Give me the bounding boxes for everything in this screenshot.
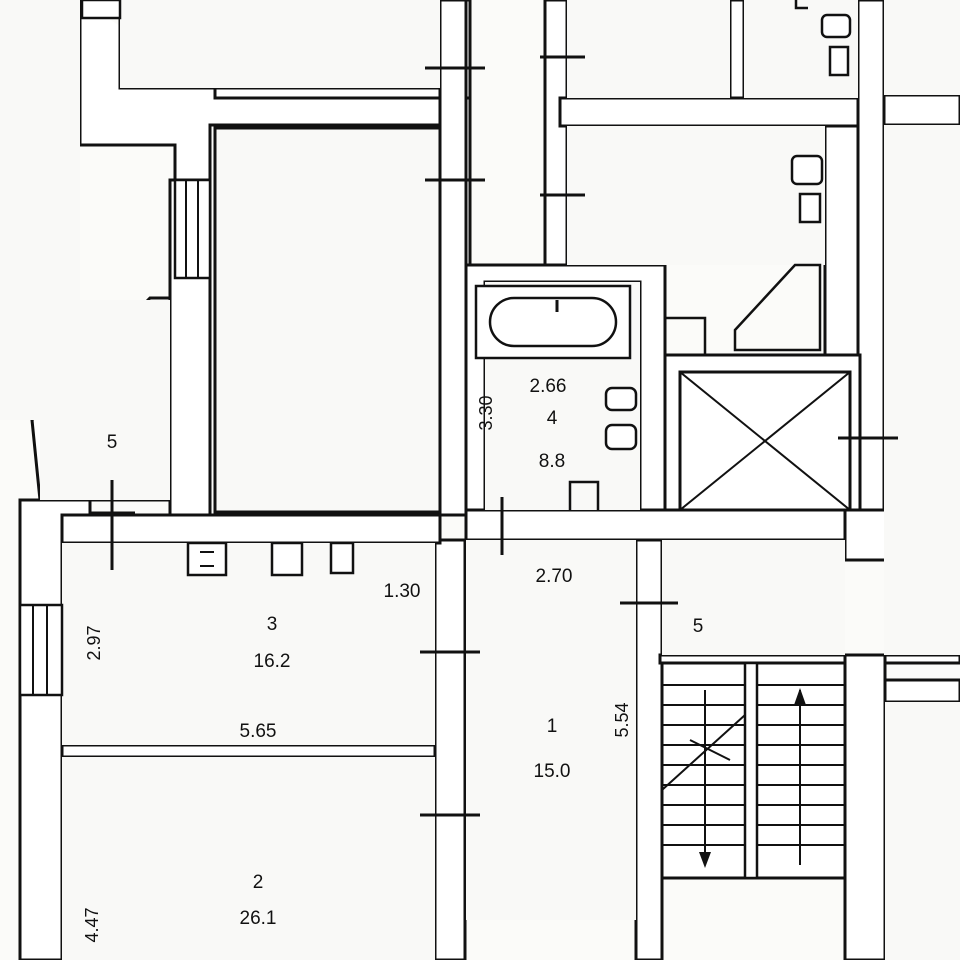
room-4-number: 4 (547, 408, 558, 429)
room-2-length: 4.47 (82, 907, 102, 942)
windows (18, 0, 212, 697)
room-4-length: 3.30 (476, 395, 496, 430)
room-5b-number: 5 (693, 616, 704, 637)
bathtub (474, 284, 632, 360)
room-2-number: 2 (253, 872, 264, 893)
room-5a-number: 5 (107, 432, 118, 453)
door-marks (90, 55, 898, 817)
room-1-area: 15.0 (534, 761, 571, 782)
room-3-width: 5.65 (240, 721, 277, 742)
room-1-width: 2.70 (536, 566, 573, 587)
room-2-area: 26.1 (240, 908, 277, 929)
room-1-number: 1 (547, 716, 558, 737)
elevator-shaft (678, 370, 852, 512)
walls (18, 0, 960, 960)
room-3-number: 3 (267, 614, 278, 635)
room-3-recess: 1.30 (384, 581, 421, 602)
labels: 1 15.0 2.70 5.54 2 26.1 4.47 3 16.2 2.97… (82, 376, 703, 943)
room-1-length: 5.54 (612, 702, 632, 737)
room-4-area: 8.8 (539, 451, 565, 472)
staircase (660, 661, 847, 880)
kitchen-appliances (186, 541, 355, 577)
room-3-area: 16.2 (254, 651, 291, 672)
room-4-width: 2.66 (530, 376, 567, 397)
sink-fixtures (568, 0, 852, 510)
room-3-depth: 2.97 (84, 625, 104, 660)
